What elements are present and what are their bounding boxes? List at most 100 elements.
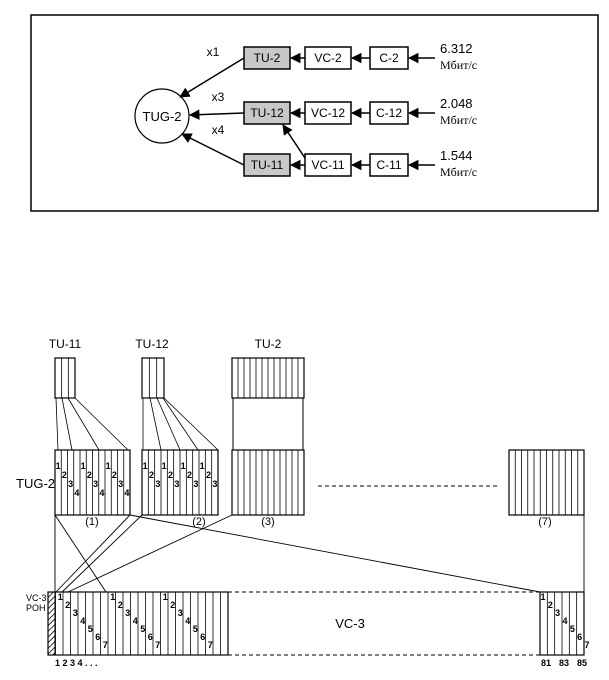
label-tu12: TU-12 [135, 337, 169, 351]
mult-x3: x3 [212, 90, 225, 104]
tug1-digit: 4 [99, 488, 104, 498]
tug2-digit: 1 [200, 461, 205, 471]
tug1-digit: 2 [112, 470, 117, 480]
tu12-box-label: TU-12 [250, 106, 284, 120]
vc3-left-digit: 5 [193, 624, 198, 634]
vc3-right-digit: 4 [562, 616, 567, 626]
label-tu11: TU-11 [49, 337, 82, 351]
tug1-digit: 2 [87, 470, 92, 480]
vc3-left-digit: 4 [80, 616, 85, 626]
arrow-tu11-tug2 [181, 133, 245, 166]
axis-right-85: 85 [577, 658, 587, 668]
tug1-digit: 1 [106, 461, 111, 471]
rate-1544: 1.544 [440, 148, 473, 163]
tug2-digit: 3 [174, 479, 179, 489]
vc3-right-digit: 6 [577, 632, 582, 642]
vc3-left-digit: 7 [155, 640, 160, 650]
top-panel-frame [30, 14, 599, 212]
vc3-left-digit: 4 [185, 616, 190, 626]
tug2-digit: 1 [143, 461, 148, 471]
vc3-left-digit: 1 [110, 592, 115, 602]
label-group-2: (2) [192, 516, 205, 528]
tu11-fan-line [61, 397, 73, 451]
c2-box-label: C-2 [379, 51, 399, 65]
c11-box-label: C-11 [376, 158, 401, 172]
mult-x4: x4 [212, 123, 225, 137]
unit-row2: Мбит/с [440, 113, 477, 127]
tug-to-vc3-line [55, 514, 131, 593]
axis-right-81: 81 [541, 658, 551, 668]
vc3-poh-column [47, 591, 56, 656]
label-group-1: (1) [85, 516, 98, 528]
unit-row1: Мбит/с [440, 58, 477, 72]
vc3-left-digit: 3 [125, 608, 130, 618]
arrow-tu12-tug2 [188, 109, 245, 120]
tug2-digit: 3 [212, 479, 217, 489]
tug2-digit: 3 [193, 479, 198, 489]
row-tu11: TU-11 VC-11 C-11 x4 1.544 Мбит/с [181, 123, 477, 179]
tug1-digit: 1 [81, 461, 86, 471]
rate-6312: 6.312 [440, 41, 473, 56]
label-group-7: (7) [538, 516, 551, 528]
c12-box-label: C-12 [376, 106, 402, 120]
label-tu2: TU-2 [255, 337, 282, 351]
vc3-left-digit: 1 [163, 592, 168, 602]
tug-to-vc3-line [61, 514, 143, 593]
tug2-digit: 2 [149, 470, 154, 480]
tug-to-vc3-line [129, 514, 541, 593]
mult-x1: x1 [207, 45, 220, 59]
bottom-diagram: TU-11 TU-12 TU-2 TUG-2 (1) (2) (3) (7) V… [16, 337, 590, 668]
rate-2048: 2.048 [440, 96, 473, 111]
vc3-left-digit: 2 [118, 600, 123, 610]
tu12-fan-line [163, 397, 219, 451]
vc3-left-digit: 6 [95, 632, 100, 642]
tug1-digit: 4 [124, 488, 129, 498]
tug1-digit: 4 [74, 488, 79, 498]
tug1-digit: 3 [118, 479, 123, 489]
axis-right-83: 83 [559, 658, 569, 668]
unit-row3: Мбит/с [440, 165, 477, 179]
vc12-box-label: VC-12 [311, 106, 345, 120]
row-tu2: TU-2 VC-2 C-2 x1 6.312 Мбит/с [179, 41, 477, 98]
tug1-digit: 2 [62, 470, 67, 480]
vc3-right-digit: 2 [548, 600, 553, 610]
tu11-fan-line [74, 397, 129, 451]
vc3-left-digit: 6 [200, 632, 205, 642]
vc3-right-digit: 1 [540, 592, 545, 602]
axis-left: 1 2 3 4 . . . [55, 658, 98, 668]
tu12-fan-line [156, 397, 181, 451]
tu12-fan-line [149, 397, 162, 451]
tug1-digit: 3 [93, 479, 98, 489]
label-vc3: VC-3 [335, 616, 365, 631]
vc3-left-digit: 6 [148, 632, 153, 642]
label-tug2: TUG-2 [16, 476, 55, 491]
tug1-digit: 3 [68, 479, 73, 489]
vc3-left-digit: 7 [208, 640, 213, 650]
vc3-right-digit: 5 [570, 624, 575, 634]
tu11-fan-line [67, 397, 100, 451]
vc3-left-digit: 5 [140, 624, 145, 634]
vc3-left-digit: 1 [58, 592, 63, 602]
tug-to-vc3-line [67, 514, 233, 593]
tu11-stack-frame [54, 357, 76, 399]
label-group-3: (3) [261, 516, 274, 528]
tug2-digit: 1 [181, 461, 186, 471]
vc3-right-digit: 3 [555, 608, 560, 618]
tu12-stack-frame [141, 357, 165, 399]
tug2-digit: 2 [168, 470, 173, 480]
vc3-left-digit: 7 [103, 640, 108, 650]
tug2-digit: 3 [155, 479, 160, 489]
arrow-vc11-tu12 [282, 124, 306, 159]
tu12-fan-line [162, 397, 199, 451]
tu2-box-label: TU-2 [254, 51, 281, 65]
top-panel: TUG-2 TU-2 VC-2 C-2 x1 6.312 Мбит/с TU-1… [30, 14, 599, 212]
vc3-left-digit: 4 [133, 616, 138, 626]
tug2-digit: 2 [187, 470, 192, 480]
vc2-box-label: VC-2 [314, 51, 342, 65]
tug2-digit: 1 [162, 461, 167, 471]
vc3-left-digit: 2 [65, 600, 70, 610]
arrow-tu2-tug2 [179, 57, 245, 98]
vc3-left-digit: 2 [170, 600, 175, 610]
